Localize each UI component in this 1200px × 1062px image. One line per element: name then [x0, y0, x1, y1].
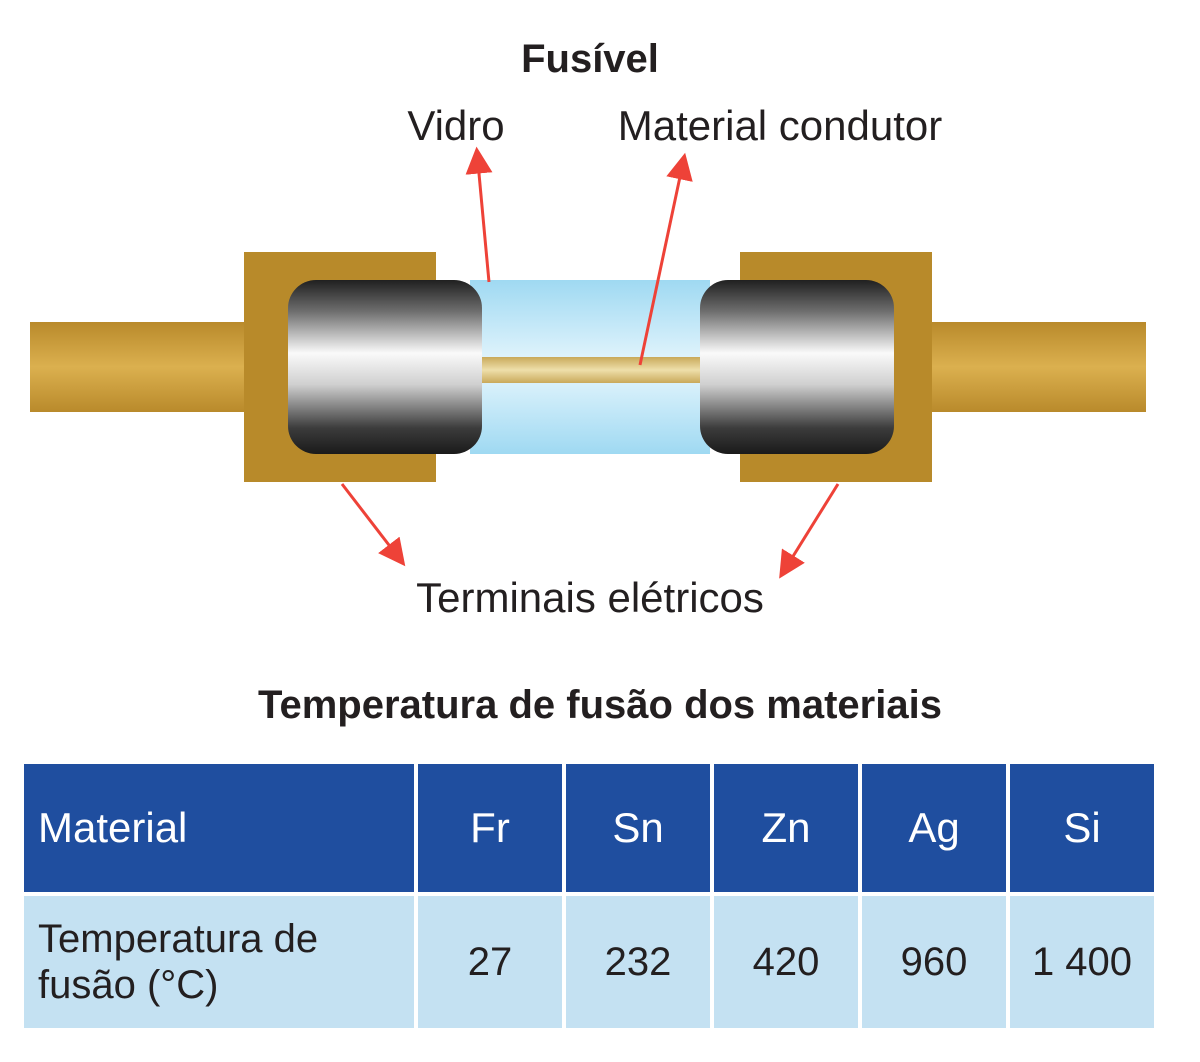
left-metal-cap	[288, 280, 482, 454]
header-fr: Fr	[418, 764, 562, 892]
conductor-label: Material condutor	[618, 102, 943, 149]
table-header-row: Material Fr Sn Zn Ag Si	[24, 764, 1154, 892]
terminals-label: Terminais elétricos	[416, 574, 764, 621]
conductor-wire	[476, 357, 706, 383]
right-metal-cap	[700, 280, 894, 454]
value-si: 1 400	[1010, 896, 1154, 1028]
table-title: Temperatura de fusão dos materiais	[258, 683, 942, 727]
header-sn: Sn	[566, 764, 710, 892]
header-zn: Zn	[714, 764, 858, 892]
header-si: Si	[1010, 764, 1154, 892]
fuse-diagram: Fusível Vidro Material condutor Terminai…	[30, 37, 1146, 621]
conductor-arrow	[638, 152, 693, 366]
header-ag: Ag	[862, 764, 1006, 892]
right-lead	[930, 322, 1146, 412]
glass-arrow	[465, 146, 493, 283]
left-terminal-arrow	[340, 483, 406, 567]
left-lead	[30, 322, 250, 412]
value-fr: 27	[418, 896, 562, 1028]
value-ag: 960	[862, 896, 1006, 1028]
table-row: Temperatura de fusão (°C) 27 232 420 960…	[24, 896, 1154, 1028]
value-zn: 420	[714, 896, 858, 1028]
header-material: Material	[24, 764, 414, 892]
diagram-title: Fusível	[521, 37, 659, 81]
value-sn: 232	[566, 896, 710, 1028]
melting-point-table: Material Fr Sn Zn Ag Si Temperatura de f…	[20, 760, 1158, 1032]
right-terminal-arrow	[779, 483, 840, 579]
row-label-line1: Temperatura de	[38, 917, 319, 961]
row-label-line2: fusão (°C)	[38, 963, 219, 1007]
glass-label: Vidro	[407, 102, 504, 149]
row-label: Temperatura de fusão (°C)	[24, 896, 414, 1028]
